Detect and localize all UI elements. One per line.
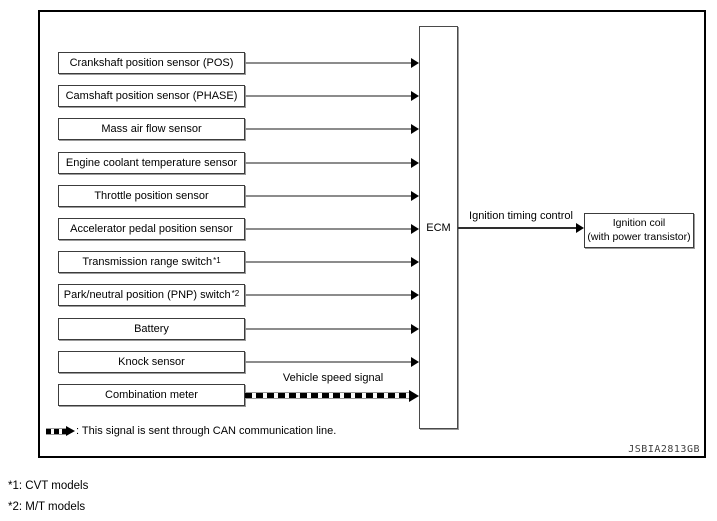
arrow-head-icon — [411, 91, 419, 102]
arrow-line — [245, 128, 413, 131]
sensor-box: Mass air flow sensor — [58, 118, 245, 141]
arrow-head-icon — [411, 323, 419, 334]
arrow-line — [245, 360, 413, 363]
sensor-box: Camshaft position sensor (PHASE) — [58, 85, 245, 108]
arrow-head-icon — [411, 157, 419, 168]
arrow-head-icon — [409, 390, 419, 402]
sensor-label: Battery — [134, 322, 169, 335]
signal-label: Vehicle speed signal — [282, 372, 384, 384]
arrow-head-icon — [411, 190, 419, 201]
sensor-label: Crankshaft position sensor (POS) — [69, 57, 234, 69]
sensor-row: Park/neutral position (PNP) switch*2 — [58, 284, 437, 307]
arrow-head-icon — [411, 124, 419, 135]
ignition-coil-box: Ignition coil (with power transistor) — [584, 213, 694, 248]
sensor-box: Throttle position sensor — [58, 184, 245, 207]
arrow-line — [245, 392, 411, 399]
sensor-label: Knock sensor — [118, 355, 185, 368]
sensor-box: Transmission range switch*1 — [58, 251, 245, 274]
arrow-line — [245, 95, 413, 98]
sensor-label: Throttle position sensor — [94, 189, 209, 202]
arrow-head-icon — [411, 290, 419, 301]
sensor-row: Battery — [58, 317, 437, 340]
ignition-coil-label-line2: (with power transistor) — [587, 230, 691, 243]
output-arrow-head — [576, 223, 584, 233]
sensor-row: Transmission range switch*1 — [58, 251, 437, 274]
footnote-cvt: *1: CVT models — [8, 480, 89, 492]
sensor-box: Engine coolant temperature sensor — [58, 151, 245, 174]
ignition-coil-label-line1: Ignition coil — [612, 217, 666, 230]
sensor-label: Mass air flow sensor — [101, 123, 202, 136]
sensor-row: Crankshaft position sensor (POS) — [58, 52, 437, 74]
sensor-footnote-ref: *2 — [231, 289, 240, 299]
can-legend-text: : This signal is sent through CAN commun… — [76, 425, 337, 437]
sensor-footnote-ref: *1 — [213, 256, 221, 266]
can-dashed-line-icon — [46, 427, 66, 435]
figure-code: JSBIA2813GB — [628, 444, 700, 455]
sensor-box: Accelerator pedal position sensor — [58, 218, 245, 240]
arrow-head-icon — [411, 224, 419, 234]
arrow-head-icon — [411, 58, 419, 68]
sensor-label: Camshaft position sensor (PHASE) — [65, 90, 238, 103]
arrow-head-icon — [411, 257, 419, 268]
arrow-line — [245, 194, 413, 197]
arrow-head-icon — [411, 356, 419, 367]
ignition-timing-control-label: Ignition timing control — [469, 210, 573, 222]
sensor-box: Combination meter — [58, 384, 245, 406]
sensor-box: Knock sensor — [58, 350, 245, 373]
sensor-box: Crankshaft position sensor (POS) — [58, 52, 245, 74]
sensor-row: Camshaft position sensor (PHASE) — [58, 85, 437, 108]
arrow-line — [245, 161, 413, 164]
ecm-label: ECM — [426, 221, 451, 234]
arrow-line — [245, 261, 413, 264]
footnote-mt: *2: M/T models — [8, 501, 86, 513]
sensor-label: Accelerator pedal position sensor — [70, 223, 233, 235]
output-arrow-line — [458, 227, 578, 229]
sensor-label: Combination meter — [105, 389, 198, 401]
sensor-label: Engine coolant temperature sensor — [65, 156, 238, 169]
arrow-line — [245, 228, 413, 230]
diagram-frame: Crankshaft position sensor (POS) Camshaf… — [38, 10, 706, 458]
sensor-row: Knock sensor — [58, 350, 437, 373]
arrow-line — [245, 327, 413, 330]
can-legend: : This signal is sent through CAN commun… — [46, 424, 336, 438]
sensor-row: Accelerator pedal position sensor — [58, 218, 437, 240]
sensor-row: Engine coolant temperature sensor — [58, 151, 437, 174]
sensor-box: Park/neutral position (PNP) switch*2 — [58, 284, 245, 307]
sensor-row: Combination meter Vehicle speed signal — [58, 372, 437, 406]
arrow-line — [245, 62, 413, 64]
can-arrowhead-icon — [66, 426, 75, 436]
sensor-row: Throttle position sensor — [58, 184, 437, 207]
sensor-label: Transmission range switch — [82, 256, 213, 269]
arrow-line — [245, 294, 413, 297]
sensor-label: Park/neutral position (PNP) switch — [63, 289, 231, 302]
sensor-row: Mass air flow sensor — [58, 118, 437, 141]
ecm-box: ECM — [419, 26, 458, 429]
sensor-box: Battery — [58, 317, 245, 340]
